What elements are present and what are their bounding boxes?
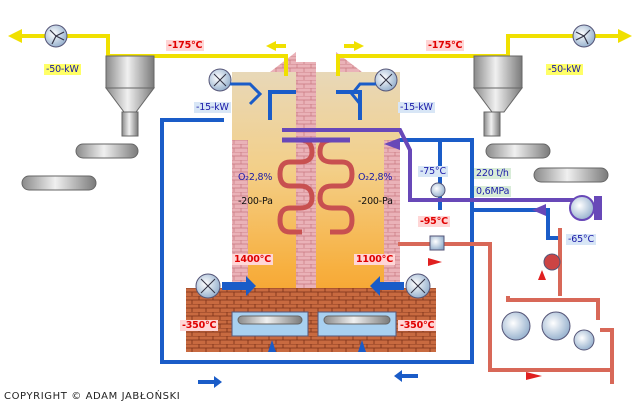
hot-water-pipe-exit bbox=[600, 328, 614, 384]
flow-arrow-icon bbox=[384, 138, 400, 150]
flow-arrow-icon bbox=[8, 29, 22, 43]
flow-rate-label: 220 t/h bbox=[474, 168, 511, 179]
filter-icon bbox=[21, 175, 97, 191]
water-temp-75-label: -75°C bbox=[418, 166, 448, 177]
brick-wall-left bbox=[232, 140, 248, 300]
flow-arrow-icon bbox=[538, 270, 546, 280]
flow-arrow-icon bbox=[394, 370, 418, 382]
cyclone-right bbox=[473, 55, 609, 183]
grate-right bbox=[317, 311, 397, 337]
water-temp-65-label: -65°C bbox=[566, 234, 596, 245]
cold-water-pipe-right-top bbox=[336, 90, 362, 120]
grate-left bbox=[231, 311, 309, 337]
valve-65 bbox=[543, 253, 561, 271]
pump-icon bbox=[541, 311, 571, 341]
pumps-bottom-right bbox=[501, 311, 595, 351]
flue-flow-arrows bbox=[8, 29, 632, 51]
flow-arrow-icon bbox=[354, 41, 364, 51]
flue-temp-right-label: -175°C bbox=[426, 40, 465, 51]
brick-roof-right bbox=[336, 52, 400, 72]
exhaust-fan-right bbox=[572, 24, 596, 48]
pump-icon bbox=[501, 311, 531, 341]
burner-fan-top-left bbox=[208, 68, 263, 106]
burner-fan-top-right bbox=[350, 68, 398, 105]
furnace-temp-right-label: 1100°C bbox=[354, 254, 395, 265]
floor-temp-left-label: -350°C bbox=[180, 320, 219, 331]
burner-fan-power-right-label: -15-kW bbox=[398, 102, 435, 113]
oxygen-left-label: O₂2,8% bbox=[238, 172, 273, 183]
cold-water-pipe-to-exchanger bbox=[472, 208, 560, 240]
flow-arrow-icon bbox=[526, 372, 542, 380]
flow-arrow-icon bbox=[198, 376, 222, 388]
pressure-left-label: -200-Pa bbox=[238, 196, 273, 207]
furnace-temp-left-label: 1400°C bbox=[232, 254, 273, 265]
flow-arrow-icon bbox=[428, 258, 442, 266]
cyclone-left bbox=[21, 55, 155, 191]
flow-arrow-icon bbox=[268, 340, 276, 352]
pressure-right-label: -200-Pa bbox=[358, 196, 393, 207]
hot-water-pipe-pump-loop bbox=[506, 296, 600, 320]
cold-water-pipe-left-top bbox=[268, 90, 296, 120]
heat-exchanger-right bbox=[569, 195, 602, 221]
filter-icon bbox=[75, 143, 139, 159]
brick-wall-right bbox=[384, 140, 400, 300]
flow-arrow-icon bbox=[532, 204, 546, 216]
flow-arrows bbox=[198, 138, 546, 388]
flow-arrow-icon bbox=[358, 340, 366, 352]
pump-icon bbox=[573, 329, 595, 351]
flow-arrow-icon bbox=[222, 276, 256, 296]
valve-icon bbox=[430, 182, 446, 198]
burner-fan-power-left-label: -15-kW bbox=[194, 102, 231, 113]
exhaust-fan-power-left-label: -50-kW bbox=[44, 64, 81, 75]
brick-roof-left bbox=[232, 52, 296, 72]
flow-arrow-icon bbox=[370, 276, 404, 296]
pump-icon bbox=[569, 195, 595, 221]
cold-water-pipe-main bbox=[160, 118, 474, 364]
flow-arrow-icon bbox=[618, 29, 632, 43]
burner-fan-bottom-right bbox=[370, 273, 431, 299]
valve-75 bbox=[430, 182, 446, 198]
burner-fan-bottom-left bbox=[195, 273, 256, 299]
floor-temp-right-label: -350°C bbox=[398, 320, 437, 331]
heat-exchanger-coil bbox=[277, 137, 355, 235]
filter-icon bbox=[485, 143, 551, 159]
oxygen-right-label: O₂2,8% bbox=[358, 172, 393, 183]
copyright-notice: COPYRIGHT © ADAM JABŁOŃSKI bbox=[4, 391, 181, 402]
valve-icon bbox=[543, 253, 561, 271]
water-temp-95-label: -95°C bbox=[418, 216, 450, 227]
valve-95 bbox=[429, 235, 445, 251]
flow-arrow-icon bbox=[266, 41, 276, 51]
return-water-pipe bbox=[282, 128, 580, 202]
valve-icon bbox=[429, 235, 445, 251]
filter-icon bbox=[533, 167, 609, 183]
flue-temp-left-label: -175°C bbox=[166, 40, 205, 51]
exhaust-fan-left bbox=[44, 24, 68, 48]
flow-pressure-label: 0,6MPa bbox=[474, 186, 512, 197]
return-water-circuit bbox=[282, 128, 580, 202]
exhaust-fan-power-right-label: -50-kW bbox=[546, 64, 583, 75]
